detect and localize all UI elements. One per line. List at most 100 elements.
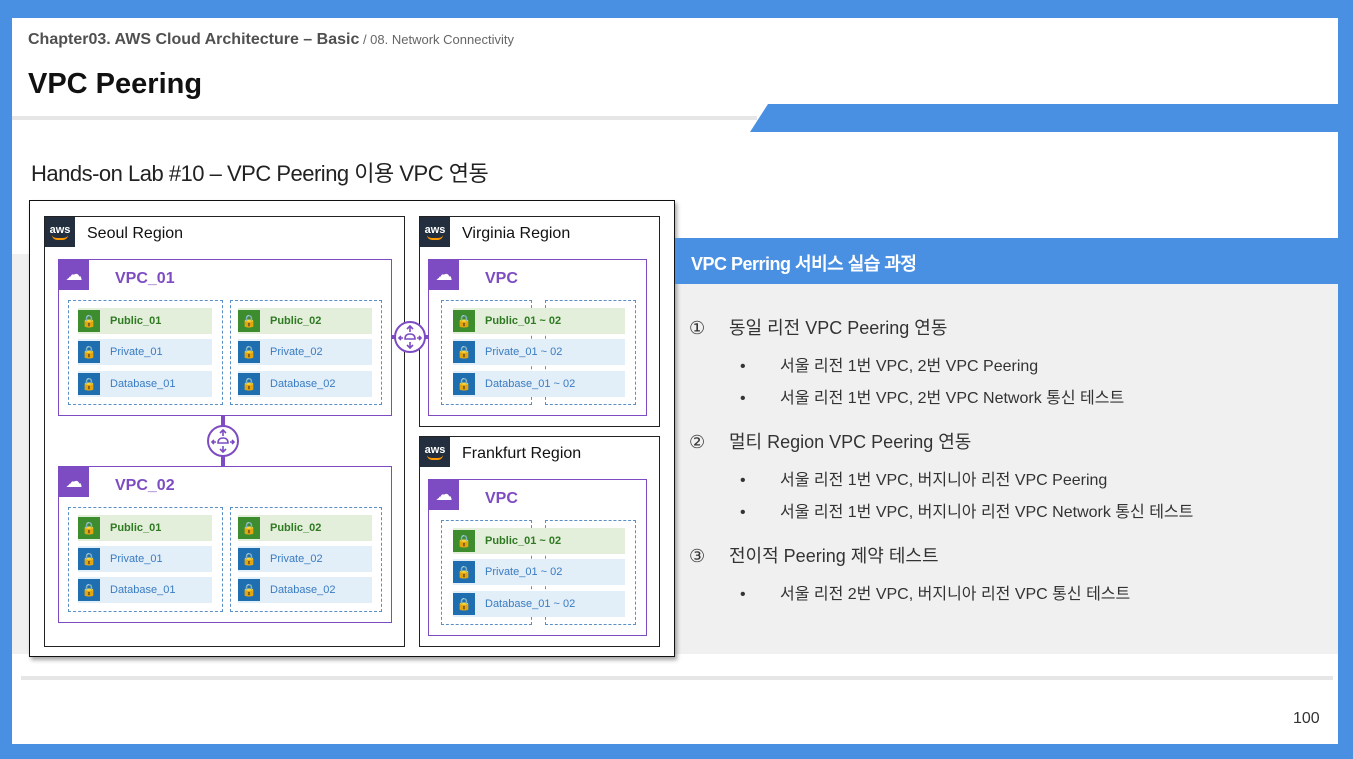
subnet-label: Public_02 (270, 522, 322, 534)
padlock-icon: 🔒 (238, 548, 260, 570)
subnet-label: Database_01 (110, 584, 176, 596)
subnet-public: 🔒 Public_01 (78, 515, 212, 541)
bullet-text: 서울 리전 1번 VPC, 버지니아 리전 VPC Network 통신 테스트 (780, 504, 1194, 521)
padlock-icon: 🔒 (453, 310, 475, 332)
step-text: 멀티 Region VPC Peering 연동 (729, 432, 972, 452)
padlock-icon: 🔒 (78, 579, 100, 601)
vpc-cloud-lock-icon: ☁ (429, 260, 459, 290)
bullet-dot: • (740, 586, 746, 603)
peering-connection-icon (394, 321, 426, 353)
bullet-item: • 서울 리전 1번 VPC, 2번 VPC Peering (740, 352, 1038, 376)
bullet-dot: • (740, 390, 746, 407)
subnet-database: 🔒Database_01 ~ 02 (453, 591, 625, 617)
padlock-icon: 🔒 (78, 341, 100, 363)
bullet-text: 서울 리전 1번 VPC, 2번 VPC Peering (780, 358, 1039, 375)
padlock-icon: 🔒 (238, 373, 260, 395)
subnet-label: Public_01 ~ 02 (485, 535, 562, 547)
availability-zone: 🔒 Public_02 🔒 Private_02 🔒 Database_02 (230, 507, 382, 612)
subnet-label: Private_02 (270, 553, 323, 565)
aws-logo-icon: aws (420, 217, 450, 247)
bullet-item: • 서울 리전 1번 VPC, 2번 VPC Network 통신 테스트 (740, 384, 1124, 408)
bullet-dot: • (740, 358, 746, 375)
step-text: 전이적 Peering 제약 테스트 (729, 546, 939, 566)
side-accent (1338, 104, 1353, 264)
padlock-icon: 🔒 (78, 373, 100, 395)
padlock-icon: 🔒 (453, 561, 475, 583)
subnet-label: Public_01 (110, 522, 162, 534)
subnet-public: 🔒Public_02 (238, 308, 372, 334)
header-accent (750, 104, 1040, 132)
peering-connection-icon (207, 425, 239, 457)
subnet-label: Database_02 (270, 584, 336, 596)
aws-logo-icon: aws (45, 217, 75, 247)
step-number: ② (689, 432, 706, 452)
subnet-public: 🔒Public_01 ~ 02 (453, 308, 625, 334)
bullet-item: • 서울 리전 1번 VPC, 버지니아 리전 VPC Network 통신 테스… (740, 498, 1193, 522)
subnet-database: 🔒 Database_01 ~ 02 (453, 371, 625, 397)
aws-logo-icon: aws (420, 437, 450, 467)
breadcrumb-chapter: Chapter03. AWS Cloud Architecture – Basi… (28, 31, 360, 48)
bullet-text: 서울 리전 2번 VPC, 버지니아 리전 VPC 통신 테스트 (780, 586, 1131, 603)
vpc-name: VPC_01 (115, 270, 175, 287)
step-3: ③ 전이적 Peering 제약 테스트 (689, 542, 939, 568)
subnet-label: Database_01 ~ 02 (485, 378, 576, 390)
bullet-text: 서울 리전 1번 VPC, 2번 VPC Network 통신 테스트 (780, 390, 1125, 407)
step-number: ③ (689, 546, 706, 566)
breadcrumb-section: / 08. Network Connectivity (359, 32, 514, 47)
availability-zone: 🔒 Public_01 🔒Private_01 🔒 Database_01 (68, 300, 223, 405)
padlock-icon: 🔒 (78, 548, 100, 570)
bullet-item: • 서울 리전 2번 VPC, 버지니아 리전 VPC 통신 테스트 (740, 580, 1130, 604)
subnet-database: 🔒 Database_02 (238, 577, 372, 603)
region-name: Frankfurt Region (462, 445, 582, 462)
vpc-name: VPC (485, 270, 518, 287)
availability-zone: 🔒 Public_01 🔒Private_01 🔒 Database_01 (68, 507, 223, 612)
bullet-text: 서울 리전 1번 VPC, 버지니아 리전 VPC Peering (780, 472, 1108, 489)
subnet-private: 🔒Private_01 (78, 339, 212, 365)
vpc-name: VPC (485, 490, 518, 507)
availability-zone: 🔒Public_02 🔒 Private_02 🔒 Database_02 (230, 300, 382, 405)
subnet-label: Public_01 (110, 315, 162, 327)
step-2: ② 멀티 Region VPC Peering 연동 (689, 428, 971, 454)
panel-title: VPC Perring 서비스 실습 과정 (691, 254, 917, 274)
padlock-icon: 🔒 (453, 373, 475, 395)
seoul-region: aws Seoul Region ☁ VPC_01 🔒Public_01 🔒Pr… (44, 216, 405, 647)
subnet-private: 🔒Private_01 (78, 546, 212, 572)
bullet-dot: • (740, 504, 746, 521)
bullet-item: • 서울 리전 1번 VPC, 버지니아 리전 VPC Peering (740, 466, 1107, 490)
subnet-label: Database_01 (110, 378, 176, 390)
subnet-label: Database_02 (270, 378, 336, 390)
subnet-label: Private_01 ~ 02 (485, 346, 563, 358)
subnet-label: Private_01 ~ 02 (485, 566, 563, 578)
subnet-database: 🔒 Database_01 (78, 371, 212, 397)
padlock-icon: 🔒 (453, 341, 475, 363)
step-1: ① 동일 리전 VPC Peering 연동 (689, 314, 947, 340)
vpc-cloud-lock-icon: ☁ (429, 480, 459, 510)
padlock-icon: 🔒 (238, 517, 260, 539)
subnet-private: 🔒 Private_01 ~ 02 (453, 559, 625, 585)
padlock-icon: 🔒 (78, 517, 100, 539)
padlock-icon: 🔒 (238, 341, 260, 363)
subnet-label: Public_02 (270, 315, 322, 327)
step-number: ① (689, 318, 706, 338)
header-accent-bar (1026, 104, 1353, 132)
subnet-label: Database_01 ~ 02 (485, 598, 576, 610)
vpc-02: ☁ VPC_02 🔒Public_01 🔒Private_01 🔒Databas… (58, 466, 392, 623)
subnet-public: 🔒 Public_01 ~ 02 (453, 528, 625, 554)
region-name: Seoul Region (87, 225, 184, 242)
frankfurt-vpc: ☁ VPC 🔒 Public_01 ~ 02 🔒 Private_01 ~ 02 🔒… (428, 479, 647, 636)
architecture-diagram: aws Seoul Region ☁ VPC_01 🔒Public_01 🔒Pr… (29, 200, 675, 657)
subnet-database: 🔒 Database_01 (78, 577, 212, 603)
footer-divider (21, 676, 1333, 680)
padlock-icon: 🔒 (238, 579, 260, 601)
bullet-dot: • (740, 472, 746, 489)
frankfurt-region: aws Frankfurt Region ☁ VPC 🔒 Public_01 ~ … (419, 436, 660, 647)
vpc-cloud-lock-icon: ☁ (59, 260, 89, 290)
title-divider (12, 116, 757, 120)
page-title: VPC Peering (28, 68, 203, 100)
subnet-label: Private_02 (270, 346, 323, 358)
subnet-private: 🔒 Private_02 (238, 546, 372, 572)
virginia-region: aws Virginia Region ☁ VPC 🔒Public_01 ~ 0… (419, 216, 660, 427)
page-number: 100 (1293, 710, 1320, 727)
padlock-icon: 🔒 (453, 530, 475, 552)
step-text: 동일 리전 VPC Peering 연동 (729, 318, 948, 338)
